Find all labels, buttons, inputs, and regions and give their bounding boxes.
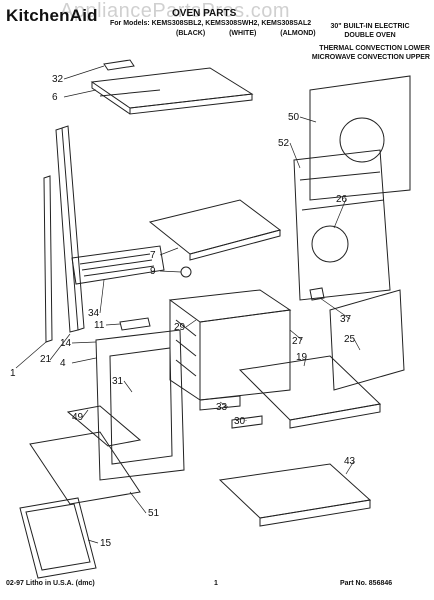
cavity-left [169,300,201,401]
callout-11: 11 [94,320,105,331]
left-frame-edge [61,125,85,331]
cavity-top [168,289,292,323]
left-frame [55,127,79,333]
callout-21: 21 [40,354,52,365]
callout-27: 27 [292,336,304,347]
callout-33: 33 [216,402,228,413]
bottom-shelf [238,355,382,421]
back-assembly [293,149,391,301]
top-panel [90,67,254,109]
callout-6: 6 [52,92,58,103]
cavity-racks [175,319,197,377]
callout-26: 26 [336,194,348,205]
strip-33 [199,395,241,411]
callout-group: 32 6 50 52 26 7 9 34 11 29 37 21 14 4 1 … [10,74,356,549]
tray-7-edge [189,229,281,261]
top-panel-side [91,82,131,115]
rear-panel [309,75,411,201]
control-panel-buttons [79,253,155,277]
side-trim-strip [43,175,53,343]
desc-line-1: 30" BUILT-IN ELECTRIC [330,23,410,30]
callout-49: 49 [72,412,84,423]
knob-9 [180,266,192,278]
callout-9: 9 [150,266,156,277]
bracket-32 [103,59,135,71]
part-30 [231,415,263,429]
rear-panel-fan-opening [339,117,385,163]
door-frame [95,329,185,481]
desc-line-2: DOUBLE OVEN [344,32,396,39]
convection-fan [311,225,349,263]
callout-31: 31 [112,376,124,387]
callout-14: 14 [60,338,72,349]
bottom-shelf-edge [289,403,381,429]
door-gasket [19,497,97,579]
door-window [109,347,173,465]
footer-part-number: Part No. 856846 [340,580,393,587]
callout-29: 29 [174,322,186,333]
callout-34: 34 [88,308,100,319]
callout-15: 15 [100,538,112,549]
callout-50: 50 [288,112,300,123]
model-list: For Models: KEMS308SBL2, KEMS308SWH2, KE… [110,20,312,27]
callout-51: 51 [148,508,160,519]
door-gasket-inner [25,503,91,571]
brand-logo: KitchenAid [6,6,98,25]
callout-7: 7 [150,250,156,261]
kick-panel [66,405,142,447]
callout-1: 1 [10,368,16,379]
switch-11 [119,317,151,331]
bracket-37 [309,287,325,301]
leader-lines [15,65,361,544]
callout-52: 52 [278,138,290,149]
top-panel-edge [129,93,253,115]
footer-litho: 02-97 Litho in U.S.A. (dmc) [6,580,95,587]
header: AppliancePartsPros.com KitchenAid OVEN P… [0,0,434,80]
callout-25: 25 [344,334,356,345]
desc-line-3: THERMAL CONVECTION LOWER [319,45,430,52]
color-list: (BLACK) (WHITE) (ALMOND) [176,30,316,37]
product-description: 30" BUILT-IN ELECTRIC DOUBLE OVEN [320,22,420,40]
callout-37: 37 [340,314,352,325]
page-title: OVEN PARTS [172,8,237,19]
desc-line-4: MICROWAVE CONVECTION UPPER [311,54,430,61]
callout-4: 4 [60,358,66,369]
top-panel-detail [99,89,161,97]
product-variant: THERMAL CONVECTION LOWER MICROWAVE CONVE… [304,44,430,62]
callout-32: 32 [52,74,64,85]
control-panel [71,245,165,285]
trim-51 [29,431,141,505]
back-assembly-detail [299,171,385,211]
right-side-panel [329,289,405,391]
cavity-front [199,309,291,401]
callout-30: 30 [234,416,246,427]
callout-19: 19 [296,352,308,363]
lower-tray-edge [259,499,371,527]
watermark: AppliancePartsPros.com [60,0,290,22]
tray-7 [148,199,282,255]
callout-43: 43 [344,456,356,467]
footer-page-number: 1 [214,580,218,587]
